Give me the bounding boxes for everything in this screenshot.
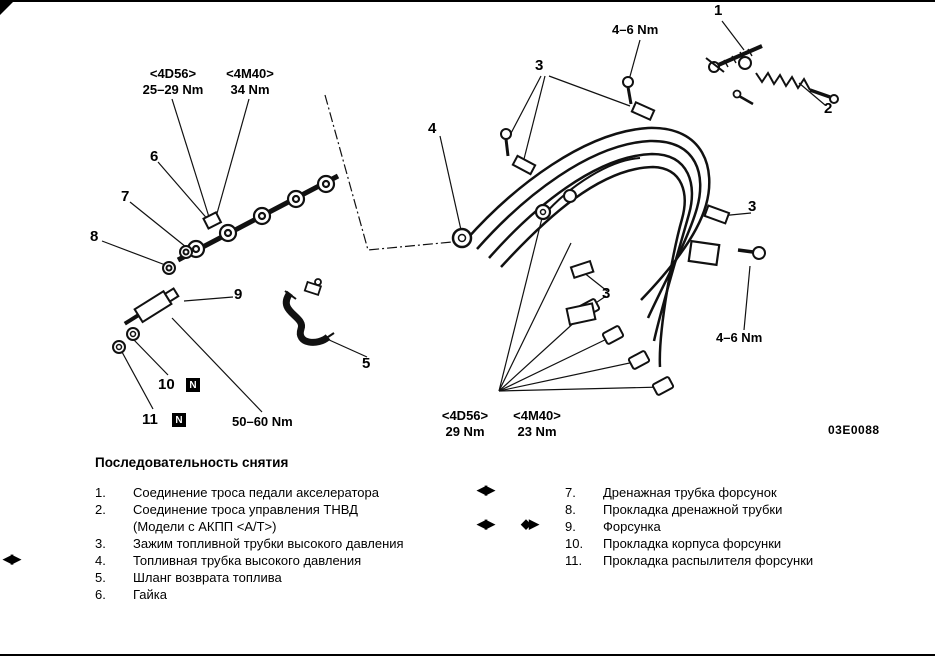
non-reusable-badge-10: N [186,378,200,392]
legend-column-right: 7. Дренажная трубка форсунок 8. Прокладк… [565,484,920,569]
legend-heading: Последовательность снятия [95,455,289,470]
section-marker-row9-a-icon: ◀▶ [477,516,495,531]
model-label: <4D56> [149,66,197,81]
bottom-rule [0,654,935,656]
callout-8: 8 [90,228,99,245]
legend-item-number: 3. [95,536,106,551]
torque-value: 23 Nm [517,424,557,439]
legend-item-number: 8. [565,502,576,517]
section-marker-left-icon: ◀▶ [3,551,21,566]
legend-item-number [95,518,133,535]
page-corner-mark [0,2,13,15]
legend-item-number: 5. [95,570,106,585]
torque-clamp-label: 4–6 Nm [716,330,763,345]
leader-lines [101,20,826,413]
torque-pipe-4m40: <4M40> 23 Nm [506,408,568,440]
pump-cable-art [732,71,839,106]
legend-item: 8. Прокладка дренажной трубки [565,501,920,518]
non-reusable-badge-11: N [172,413,186,427]
legend-item: 5. Шланг возврата топлива [95,569,480,586]
torque-injector-label: 50–60 Nm [232,414,293,429]
accelerator-cable-art [705,44,763,73]
legend-item-number: 11. [565,553,583,568]
torque-value: 29 Nm [445,424,485,439]
removal-sequence-legend: Последовательность снятия 1. Соединение … [0,452,935,652]
callout-11: 11 [142,411,158,428]
legend-item: 3. Зажим топливной трубки высокого давле… [95,535,480,552]
legend-item-text: Зажим топливной трубки высокого давления [133,536,404,551]
figure-code: 03E0088 [828,423,880,437]
bolt-icon [500,128,512,157]
legend-item: 7. Дренажная трубка форсунок [565,484,920,501]
legend-item-text: Форсунка [603,519,661,534]
legend-item-number: 1. [95,485,106,500]
legend-item-text: (Модели с АКПП <А/Т>) [133,519,277,534]
torque-nut-4d56: <4D56> 25–29 Nm [133,66,213,98]
model-label: <4M40> [226,66,274,81]
legend-item: 1. Соединение троса педали акселератора [95,484,480,501]
legend-item-text: Шланг возврата топлива [133,570,282,585]
legend-item-number: 7. [565,485,576,500]
callout-1: 1 [714,2,723,19]
pipe-fittings-art [451,189,675,396]
section-marker-row9-b-icon: ◆▶ [521,516,539,531]
torque-nut-4m40: <4M40> 34 Nm [218,66,282,98]
callout-2: 2 [824,100,833,117]
legend-item-number: 4. [95,553,106,568]
legend-item-text: Прокладка корпуса форсунки [603,536,782,551]
top-rule [0,0,935,2]
drain-pipe-assembly-art [162,173,340,275]
centerline [324,94,453,251]
torque-cable-label: 4–6 Nm [612,22,659,37]
legend-item: 4. Топливная трубка высокого давления [95,552,480,569]
model-label: <4D56> [441,408,489,423]
model-label: <4M40> [513,408,561,423]
injector-art [112,287,180,354]
legend-item-number: 10. [565,536,584,551]
legend-item-text: Дренажная трубка форсунок [603,485,777,500]
legend-column-left: 1. Соединение троса педали акселератора … [95,484,480,603]
clamps-bolts-art [500,76,766,326]
callout-5: 5 [362,355,371,372]
legend-item-text: Прокладка дренажной трубки [603,502,783,517]
legend-item-number: 9. [565,519,576,534]
return-hose-art [282,278,335,346]
bolt-icon [622,76,634,105]
legend-item-text: Топливная трубка высокого давления [133,553,362,568]
legend-item: 10. Прокладка корпуса форсунки [565,535,920,552]
parts-diagram-art [0,2,839,413]
legend-item-text: Прокладка распылителя форсунки [603,553,814,568]
callout-3-right: 3 [748,198,757,215]
callout-7: 7 [121,188,130,205]
legend-item-continuation: (Модели с АКПП <А/Т>) [95,518,480,535]
callout-4: 4 [428,120,437,137]
legend-item-number: 2. [95,502,106,517]
callout-6: 6 [150,148,159,165]
torque-pipe-4d56: <4D56> 29 Nm [434,408,496,440]
callout-3-middle: 3 [602,285,611,302]
legend-item-text: Соединение троса управления ТНВД [133,502,358,517]
legend-item: 2. Соединение троса управления ТНВД [95,501,480,518]
legend-item-number: 6. [95,587,106,602]
high-pressure-pipes-art [465,126,711,368]
callout-9: 9 [234,286,243,303]
legend-item: 11. Прокладка распылителя форсунки [565,552,920,569]
legend-item-text: Соединение троса педали акселератора [133,485,379,500]
torque-value: 25–29 Nm [142,82,204,97]
clamp-right-art [687,239,766,267]
legend-item: 9. Форсунка [565,518,920,535]
legend-item: 6. Гайка [95,586,480,603]
section-marker-row7-icon: ◀▶ [477,482,495,497]
torque-value: 34 Nm [230,82,270,97]
legend-item-text: Гайка [133,587,168,602]
callout-3-top: 3 [535,57,544,74]
callout-10: 10 [158,376,175,393]
